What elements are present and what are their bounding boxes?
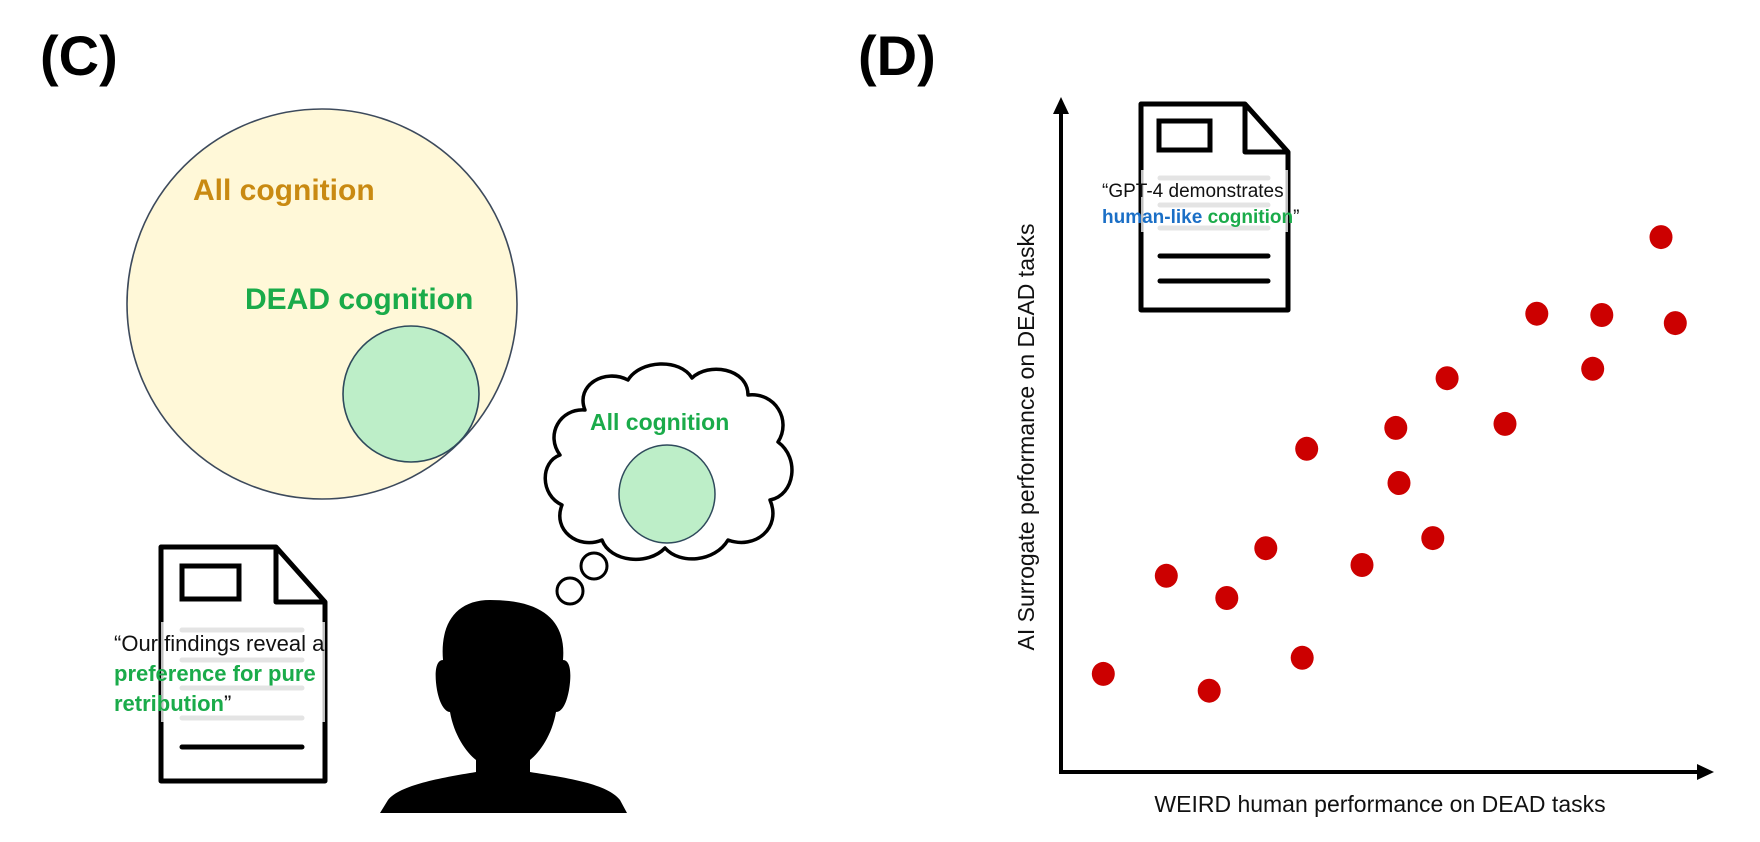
- quote-c-line3-text: retribution: [114, 691, 224, 716]
- quote-backdrop: [161, 622, 325, 722]
- quote-d-cognition: cognition: [1208, 207, 1293, 228]
- person-silhouette-icon: [380, 600, 627, 813]
- scatter-point-8: [1350, 553, 1374, 577]
- quote-c-close-quote: ”: [224, 691, 231, 716]
- scatter-point-17: [1649, 225, 1673, 250]
- document-image-placeholder: [1156, 118, 1213, 153]
- scatter-point-4: [1215, 586, 1239, 610]
- quote-c-line3: retribution”: [114, 691, 231, 716]
- paper-document-c: “Our findings reveal a preference for pu…: [114, 544, 328, 784]
- venn-diagram: All cognition DEAD cognition: [126, 108, 518, 500]
- y-axis-arrow-icon: [1053, 97, 1069, 114]
- thought-dead-circle: [618, 444, 716, 544]
- panel-label-c: (C): [40, 24, 118, 87]
- x-axis-arrow-icon: [1697, 764, 1714, 780]
- scatter-point-2: [1154, 563, 1178, 588]
- all-cognition-label: All cognition: [193, 174, 375, 207]
- document-fold-icon: [1242, 104, 1288, 155]
- scatter-points: [1091, 225, 1687, 703]
- panel-label-d: (D): [858, 24, 936, 87]
- scatter-point-12: [1435, 366, 1459, 391]
- scatter-point-10: [1387, 471, 1411, 495]
- thought-all-cognition-label: All cognition: [590, 409, 729, 435]
- scatter-point-7: [1295, 436, 1319, 461]
- thought-bubble: All cognition: [543, 362, 794, 606]
- paper-document-d: “GPT-4 demonstrates human-like cognition…: [1102, 101, 1299, 313]
- x-axis-label: WEIRD human performance on DEAD tasks: [1154, 791, 1605, 817]
- scatter-point-9: [1384, 415, 1408, 440]
- document-fold-icon: [273, 547, 325, 605]
- scatter-point-5: [1254, 536, 1278, 561]
- dead-cognition-label: DEAD cognition: [245, 283, 473, 316]
- thought-bubble-small-2: [555, 576, 585, 606]
- scatter-point-11: [1421, 526, 1445, 551]
- scatter-point-1: [1091, 661, 1115, 686]
- panel-d: WEIRD human performance on DEAD tasks AI…: [1013, 97, 1714, 817]
- quote-d-line1: “GPT-4 demonstrates: [1102, 181, 1284, 202]
- quote-d-close-quote: ”: [1293, 207, 1299, 228]
- scatter-point-13: [1493, 411, 1517, 436]
- scatter-point-3: [1197, 678, 1221, 703]
- document-image-placeholder: [179, 563, 242, 602]
- panel-c: All cognition DEAD cognition All cogniti…: [114, 108, 794, 813]
- scatter-point-15: [1581, 356, 1605, 381]
- scatter-point-14: [1525, 301, 1549, 326]
- chart-axes: WEIRD human performance on DEAD tasks AI…: [1013, 97, 1714, 817]
- quote-c-line2: preference for pure: [114, 661, 316, 686]
- scatter-point-6: [1290, 645, 1314, 670]
- thought-bubble-small-1: [579, 551, 609, 581]
- quote-d-human-like: human-like: [1102, 207, 1202, 228]
- y-axis-label: AI Surrogate performance on DEAD tasks: [1013, 224, 1039, 651]
- quote-d-line2: human-like cognition”: [1102, 207, 1299, 228]
- dead-cognition-circle: [342, 325, 480, 463]
- scatter-point-16: [1590, 303, 1614, 327]
- quote-c-line1: “Our findings reveal a: [114, 631, 325, 656]
- scatter-point-18: [1663, 311, 1687, 336]
